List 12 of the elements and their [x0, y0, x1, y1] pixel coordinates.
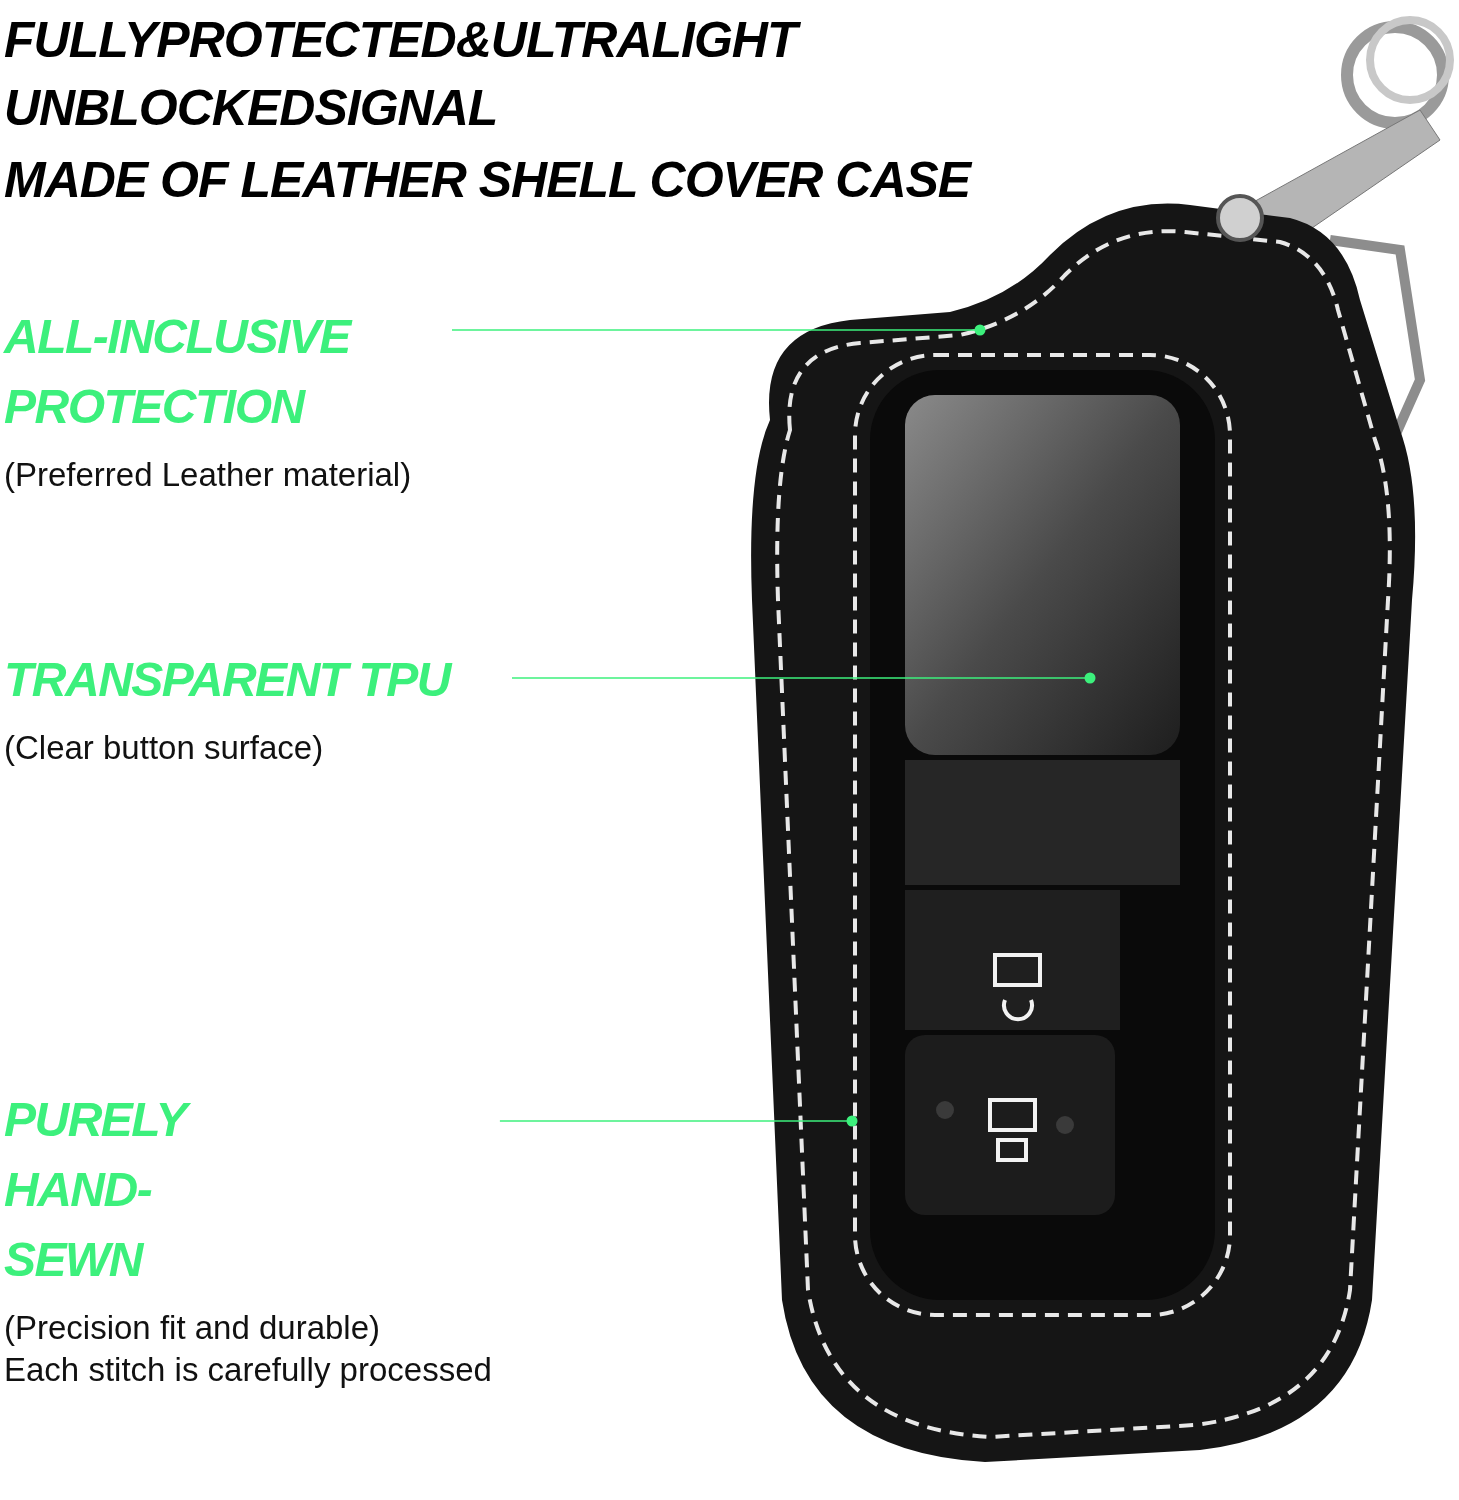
feature-description: Each stitch is carefully processed	[4, 1350, 492, 1390]
feature-description: (Clear button surface)	[4, 728, 325, 768]
leader-line	[499, 1115, 858, 1127]
headline-text: UNBLOCKEDSIGNAL	[4, 79, 498, 138]
feature-heading: PURELY HAND-SEWN	[4, 1085, 264, 1295]
leader-line	[511, 672, 1096, 684]
feature-heading: TRANSPARENT TPU	[4, 652, 453, 708]
feature-description: (Preferred Leather material)	[4, 455, 413, 495]
leader-line	[451, 324, 986, 336]
feature-heading: ALL-INCLUSIVE PROTECTION	[4, 302, 444, 442]
headline-text: MADE OF LEATHER SHELL COVER CASE	[4, 151, 971, 210]
feature-description: (Precision fit and durable)	[4, 1308, 382, 1348]
